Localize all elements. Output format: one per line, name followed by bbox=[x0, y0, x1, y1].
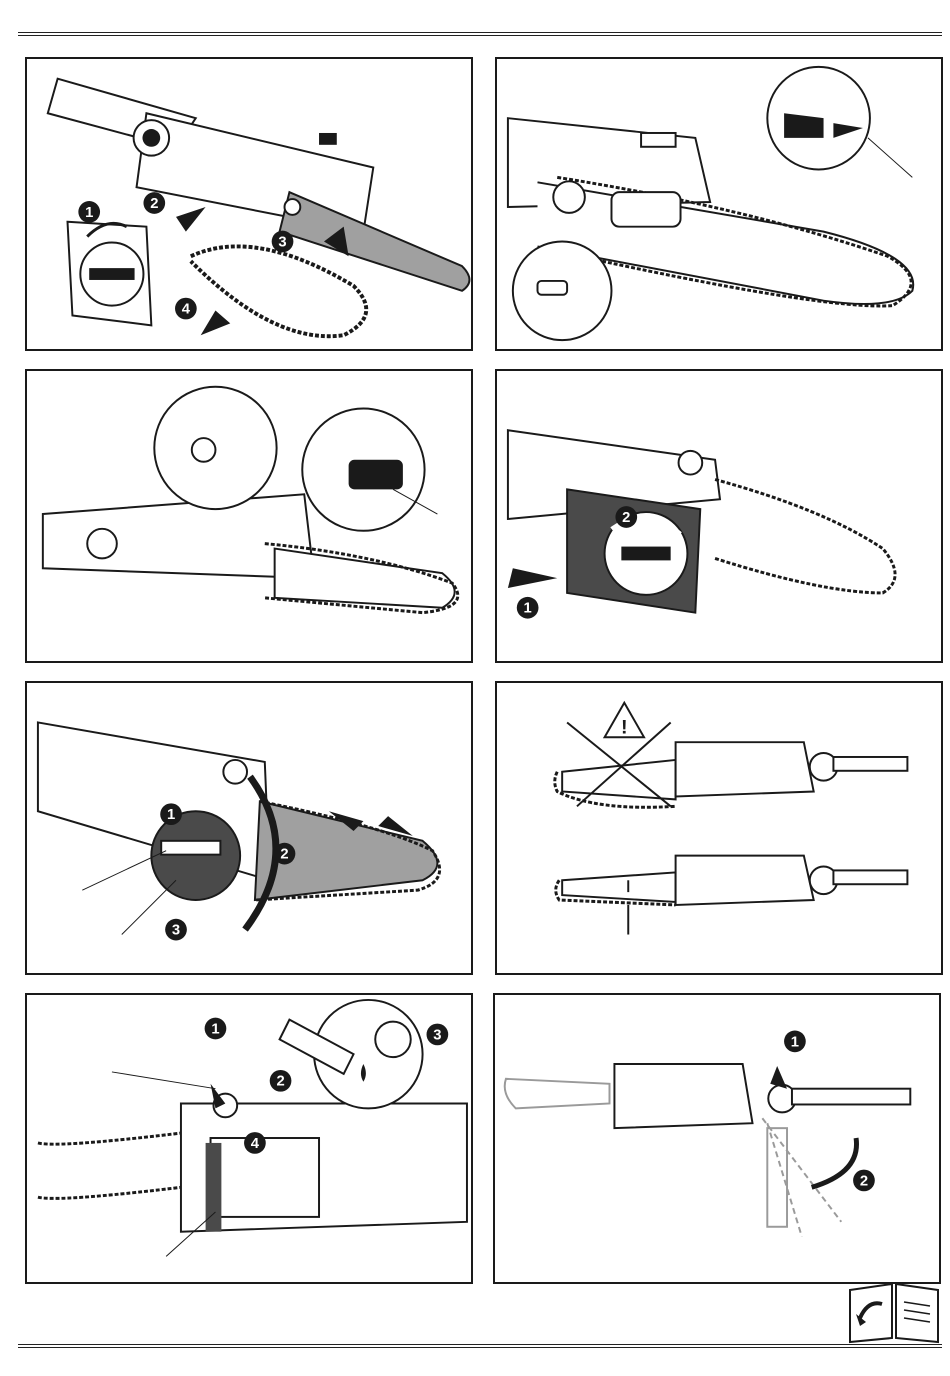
step-badge-3: 3 bbox=[272, 231, 294, 253]
panel-sprocket-detail bbox=[25, 369, 473, 663]
step-badge-3: 3 bbox=[427, 1024, 449, 1046]
svg-text:3: 3 bbox=[433, 1027, 441, 1043]
step-badge-4: 4 bbox=[175, 298, 197, 320]
manual-book-icon bbox=[846, 1278, 942, 1344]
step-badge-2: 2 bbox=[143, 192, 165, 214]
step-badge-1: 1 bbox=[517, 597, 539, 619]
svg-text:!: ! bbox=[621, 716, 628, 738]
svg-text:3: 3 bbox=[278, 234, 286, 250]
step-badge-2: 2 bbox=[853, 1170, 875, 1192]
step-badge-1: 1 bbox=[205, 1018, 227, 1040]
svg-text:2: 2 bbox=[860, 1173, 868, 1189]
step-badge-1: 1 bbox=[160, 803, 182, 825]
panel-oil-filling: 1 2 3 4 bbox=[25, 993, 473, 1284]
panel-chain-direction bbox=[495, 57, 943, 351]
step-badge-2: 2 bbox=[615, 506, 637, 528]
step-badge-2: 2 bbox=[270, 1070, 292, 1092]
svg-text:1: 1 bbox=[211, 1021, 219, 1037]
svg-text:4: 4 bbox=[251, 1136, 260, 1152]
svg-text:2: 2 bbox=[150, 196, 158, 212]
svg-text:3: 3 bbox=[172, 923, 180, 939]
svg-text:4: 4 bbox=[182, 301, 191, 317]
svg-text:1: 1 bbox=[85, 205, 93, 221]
top-rule bbox=[18, 32, 942, 36]
step-badge-2: 2 bbox=[274, 843, 296, 865]
step-badge-3: 3 bbox=[165, 919, 187, 941]
panel-pivot-head: 1 2 bbox=[493, 993, 941, 1284]
bottom-rule bbox=[18, 1344, 942, 1348]
svg-text:2: 2 bbox=[276, 1074, 284, 1090]
panel-chain-tension-check: ! bbox=[495, 681, 943, 975]
step-badge-1: 1 bbox=[78, 201, 100, 223]
panel-fit-cover: 1 2 bbox=[495, 369, 943, 663]
panel-tension-knob: 1 2 3 bbox=[25, 681, 473, 975]
panel-remove-cover-fit-chain: 1 2 3 4 bbox=[25, 57, 473, 351]
svg-text:2: 2 bbox=[280, 847, 288, 863]
svg-text:1: 1 bbox=[791, 1034, 799, 1050]
svg-text:1: 1 bbox=[524, 601, 532, 617]
step-badge-4: 4 bbox=[244, 1132, 266, 1154]
svg-text:1: 1 bbox=[167, 807, 175, 823]
svg-text:2: 2 bbox=[622, 510, 630, 526]
step-badge-1: 1 bbox=[784, 1031, 806, 1053]
